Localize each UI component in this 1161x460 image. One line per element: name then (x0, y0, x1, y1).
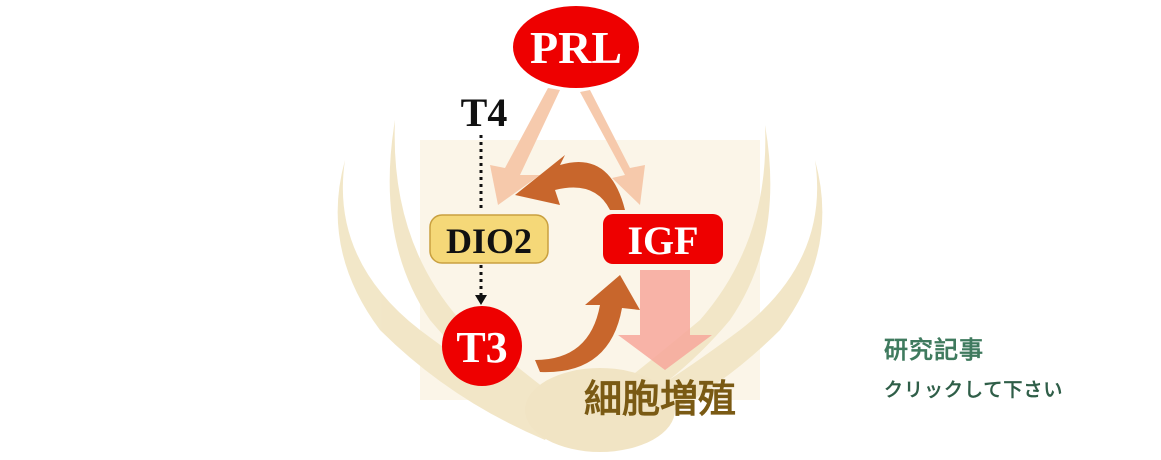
prl-label: PRL (530, 22, 622, 73)
igf-node (603, 214, 723, 264)
research-article-title: 研究記事 (884, 336, 984, 364)
prl-to-igf-arrow (580, 90, 645, 205)
cell-proliferation-label: 細胞増殖 (584, 377, 736, 421)
dio2-label: DIO2 (446, 221, 532, 261)
click-prompt: クリックして下さい (884, 379, 1064, 401)
t4-label: T4 (461, 90, 508, 135)
igf-to-dio2-curved-arrow (515, 155, 625, 210)
igf-label: IGF (627, 218, 698, 263)
t3-node (442, 306, 522, 386)
igf-proliferation-arrow (618, 270, 712, 370)
t3-to-igf-curved-arrow (535, 275, 640, 373)
dio2-node (429, 214, 549, 264)
t3-label: T3 (456, 323, 507, 372)
arrowhead-icon (475, 295, 487, 305)
research-article-link[interactable]: 研究記事 クリックして下さい (884, 330, 1063, 402)
prl-node (513, 6, 639, 88)
prl-to-dio2-arrow (490, 88, 560, 205)
